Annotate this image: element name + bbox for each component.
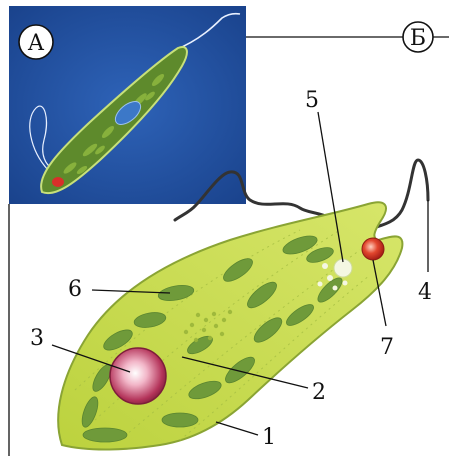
eyespot [362,238,384,260]
label-3: 3 [30,326,44,351]
panel-a-letter: А [28,31,45,56]
label-7: 7 [380,335,394,360]
label-4: 4 [418,280,432,305]
label-6: 6 [68,277,82,302]
label-5: 5 [305,88,319,113]
cell-body [58,202,402,449]
nucleus [110,348,166,404]
leader-1 [216,422,258,435]
label-2: 2 [312,380,326,405]
label-1: 1 [262,425,276,450]
photo-panel: А [9,6,246,204]
panel-b-letter: Б [410,26,426,51]
